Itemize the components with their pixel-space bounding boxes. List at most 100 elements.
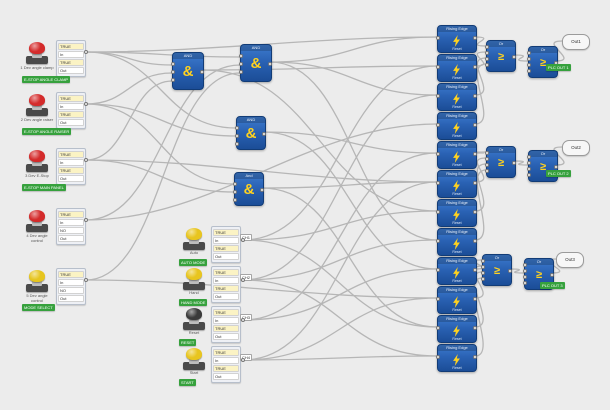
input-port[interactable] <box>436 297 440 301</box>
output-port[interactable] <box>473 65 477 69</box>
output-port[interactable] <box>550 273 554 277</box>
input-port[interactable] <box>235 126 239 130</box>
input-port[interactable] <box>485 151 489 155</box>
pushbutton-image[interactable] <box>181 268 207 290</box>
output-port[interactable] <box>84 278 88 282</box>
output-port[interactable] <box>84 50 88 54</box>
input-port[interactable] <box>527 173 531 177</box>
input-port[interactable] <box>485 157 489 161</box>
output-port[interactable] <box>473 355 477 359</box>
input-port[interactable] <box>527 167 531 171</box>
input-port[interactable] <box>436 355 440 359</box>
or-gate[interactable]: Or≥ <box>527 150 558 182</box>
or-gate[interactable]: Or≥ <box>485 146 516 178</box>
input-port[interactable] <box>233 182 237 186</box>
output-port[interactable] <box>473 181 477 185</box>
input-port[interactable] <box>235 134 239 138</box>
and-gate[interactable]: AND& <box>239 44 272 82</box>
output-port[interactable] <box>84 158 88 162</box>
estop-button-image[interactable] <box>24 210 50 232</box>
output-port[interactable] <box>241 278 245 282</box>
estop-button-image[interactable] <box>24 150 50 172</box>
input-port[interactable] <box>485 51 489 55</box>
or-gate[interactable]: Or≥ <box>527 46 558 78</box>
output-port[interactable] <box>473 94 477 98</box>
output-port[interactable] <box>512 55 516 59</box>
output-port[interactable] <box>508 269 512 273</box>
output-port[interactable] <box>554 165 558 169</box>
estop-button-image[interactable] <box>24 94 50 116</box>
input-port[interactable] <box>171 70 175 74</box>
output-port[interactable] <box>473 36 477 40</box>
and-gate[interactable]: And& <box>233 172 264 206</box>
output-port[interactable] <box>473 268 477 272</box>
output-port[interactable] <box>262 132 266 136</box>
input-port[interactable] <box>527 155 531 159</box>
input-port[interactable] <box>527 63 531 67</box>
and-gate[interactable]: AND& <box>235 116 266 150</box>
input-port[interactable] <box>436 36 440 40</box>
input-port[interactable] <box>523 269 527 273</box>
input-port[interactable] <box>436 123 440 127</box>
input-port[interactable] <box>436 326 440 330</box>
input-port[interactable] <box>171 78 175 82</box>
input-port[interactable] <box>481 271 485 275</box>
input-port[interactable] <box>233 190 237 194</box>
pushbutton-image[interactable] <box>181 348 207 370</box>
input-port[interactable] <box>171 62 175 66</box>
output-port[interactable] <box>241 238 245 242</box>
output-port[interactable] <box>473 326 477 330</box>
pushbutton-image[interactable] <box>181 228 207 250</box>
input-port[interactable] <box>523 275 527 279</box>
output-port[interactable] <box>512 161 516 165</box>
output-port[interactable] <box>241 358 245 362</box>
input-port[interactable] <box>481 277 485 281</box>
output-port[interactable] <box>260 188 264 192</box>
output-port[interactable] <box>268 62 272 66</box>
output-capsule[interactable]: Out3 <box>556 252 584 268</box>
output-port[interactable] <box>473 152 477 156</box>
input-port[interactable] <box>239 70 243 74</box>
output-port[interactable] <box>200 70 204 74</box>
input-port[interactable] <box>235 142 239 146</box>
input-port[interactable] <box>233 198 237 202</box>
pushbutton-image[interactable] <box>181 308 207 330</box>
input-port[interactable] <box>523 263 527 267</box>
input-port[interactable] <box>436 239 440 243</box>
or-gate[interactable]: Or≥ <box>523 258 554 290</box>
input-port[interactable] <box>485 63 489 67</box>
output-port[interactable] <box>473 123 477 127</box>
input-port[interactable] <box>436 65 440 69</box>
input-port[interactable] <box>523 281 527 285</box>
output-port[interactable] <box>84 218 88 222</box>
output-port[interactable] <box>473 297 477 301</box>
input-port[interactable] <box>239 54 243 58</box>
input-port[interactable] <box>485 57 489 61</box>
input-port[interactable] <box>239 62 243 66</box>
input-port[interactable] <box>436 181 440 185</box>
and-gate[interactable]: AND& <box>171 52 204 90</box>
estop-button-image[interactable] <box>24 42 50 64</box>
output-port[interactable] <box>473 210 477 214</box>
estop-button-image[interactable] <box>24 270 50 292</box>
input-port[interactable] <box>436 94 440 98</box>
input-port[interactable] <box>527 57 531 61</box>
output-port[interactable] <box>241 318 245 322</box>
input-port[interactable] <box>527 69 531 73</box>
